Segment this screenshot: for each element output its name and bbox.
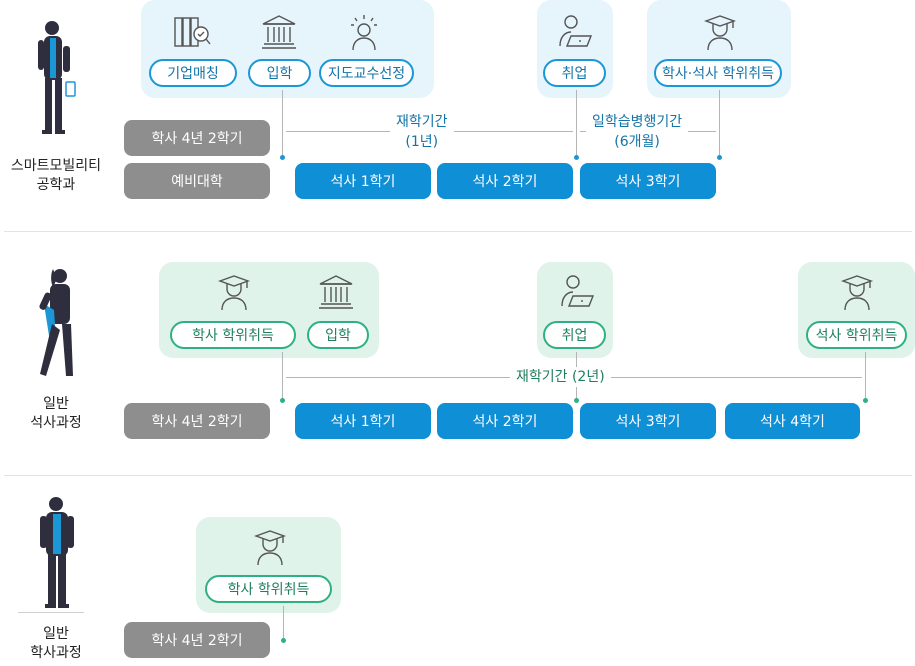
section-divider-2 — [4, 475, 912, 476]
building-icon — [259, 12, 299, 52]
person-figure-icon — [30, 18, 82, 138]
person-laptop-icon — [557, 272, 597, 312]
track-label-smart: 스마트모빌리티 공학과 — [10, 158, 102, 193]
connector-admission — [282, 352, 283, 400]
section-divider-1 — [4, 231, 912, 232]
pill-bachelor-master-degree: 학사·석사 학위취득 — [654, 59, 782, 87]
track-label-bachelor: 일반 학사과정 — [30, 626, 82, 661]
bar-undergrad-smart: 학사 4년 2학기 — [124, 120, 270, 156]
bar-master-semester-4: 석사 4학기 — [725, 403, 860, 439]
pill-bachelor-degree: 학사 학위취득 — [205, 575, 332, 603]
bar-smart-semester-2: 석사 2학기 — [437, 163, 573, 199]
pill-employment: 취업 — [543, 59, 606, 87]
person-idea-icon — [344, 12, 384, 52]
pill-master-degree: 석사 학위취득 — [806, 321, 907, 349]
connector-master-degree — [865, 352, 866, 400]
connector-admission — [282, 90, 283, 158]
period-label-work-study: 일학습병행기간 (6개월) — [586, 112, 689, 152]
pill-employment: 취업 — [543, 321, 606, 349]
connector-dot-admission — [280, 398, 285, 403]
ground-line — [18, 612, 84, 613]
connector-dot-bachelor-degree — [281, 638, 286, 643]
track-label-master: 일반 석사과정 — [30, 396, 82, 431]
connector-dot-employment — [574, 398, 579, 403]
bar-prep-college: 예비대학 — [124, 163, 270, 199]
pill-company-matching: 기업매칭 — [149, 59, 237, 87]
connector-dot-degree — [717, 155, 722, 160]
pill-admission: 입학 — [248, 59, 311, 87]
connector-degree — [719, 90, 720, 158]
connector-dot-admission — [280, 155, 285, 160]
connector-bachelor-degree — [283, 606, 284, 642]
bar-master-semester-3: 석사 3학기 — [580, 403, 716, 439]
connector-employment — [576, 90, 577, 158]
connector-dot-master-degree — [863, 398, 868, 403]
period-label-enrollment: 재학기간 (1년) — [390, 112, 454, 152]
period-label-enrollment: 재학기간 (2년) — [510, 367, 611, 387]
pill-bachelor-degree: 학사 학위취득 — [170, 321, 296, 349]
bar-master-semester-2: 석사 2학기 — [437, 403, 573, 439]
pill-advisor-selection: 지도교수선정 — [319, 59, 414, 87]
building-icon — [316, 272, 356, 312]
person-laptop-icon — [555, 12, 595, 52]
graduate-icon — [700, 12, 740, 52]
graduate-icon — [837, 272, 877, 312]
pill-admission: 입학 — [307, 321, 369, 349]
binder-magnifier-icon — [172, 12, 212, 52]
bar-master-semester-1: 석사 1학기 — [295, 403, 431, 439]
bar-undergrad-master: 학사 4년 2학기 — [124, 403, 270, 439]
connector-dot-employment — [574, 155, 579, 160]
bar-smart-semester-1: 석사 1학기 — [295, 163, 431, 199]
bar-smart-semester-3: 석사 3학기 — [580, 163, 716, 199]
bar-undergrad-bachelor: 학사 4년 2학기 — [124, 622, 270, 658]
graduate-icon — [250, 527, 290, 567]
person-figure-icon — [34, 494, 80, 614]
person-figure-icon — [32, 266, 82, 386]
graduate-icon — [214, 272, 254, 312]
